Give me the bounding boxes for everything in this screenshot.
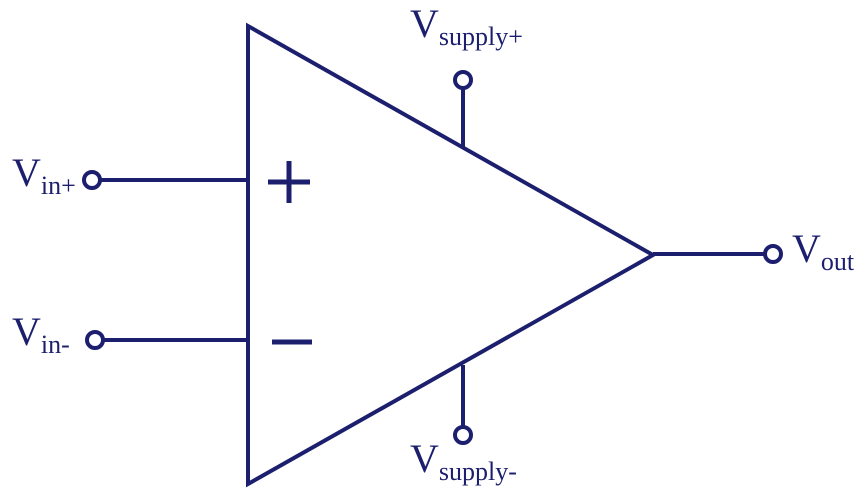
vin-minus-terminal [85,330,105,350]
vsupply-minus-label: Vsupply- [410,436,517,486]
vin-minus-label: Vin- [12,309,70,359]
vsupply-minus-terminal [453,425,473,445]
vout-terminal [763,244,783,264]
vsupply-plus-terminal [453,70,473,90]
amplifier-triangle [246,22,658,488]
plus-symbol [268,161,310,203]
vin-plus-terminal [82,170,102,190]
vout-label: Vout [792,226,855,276]
vsupply-plus-label: Vsupply+ [410,1,523,51]
vin-plus-label: Vin+ [12,150,76,200]
